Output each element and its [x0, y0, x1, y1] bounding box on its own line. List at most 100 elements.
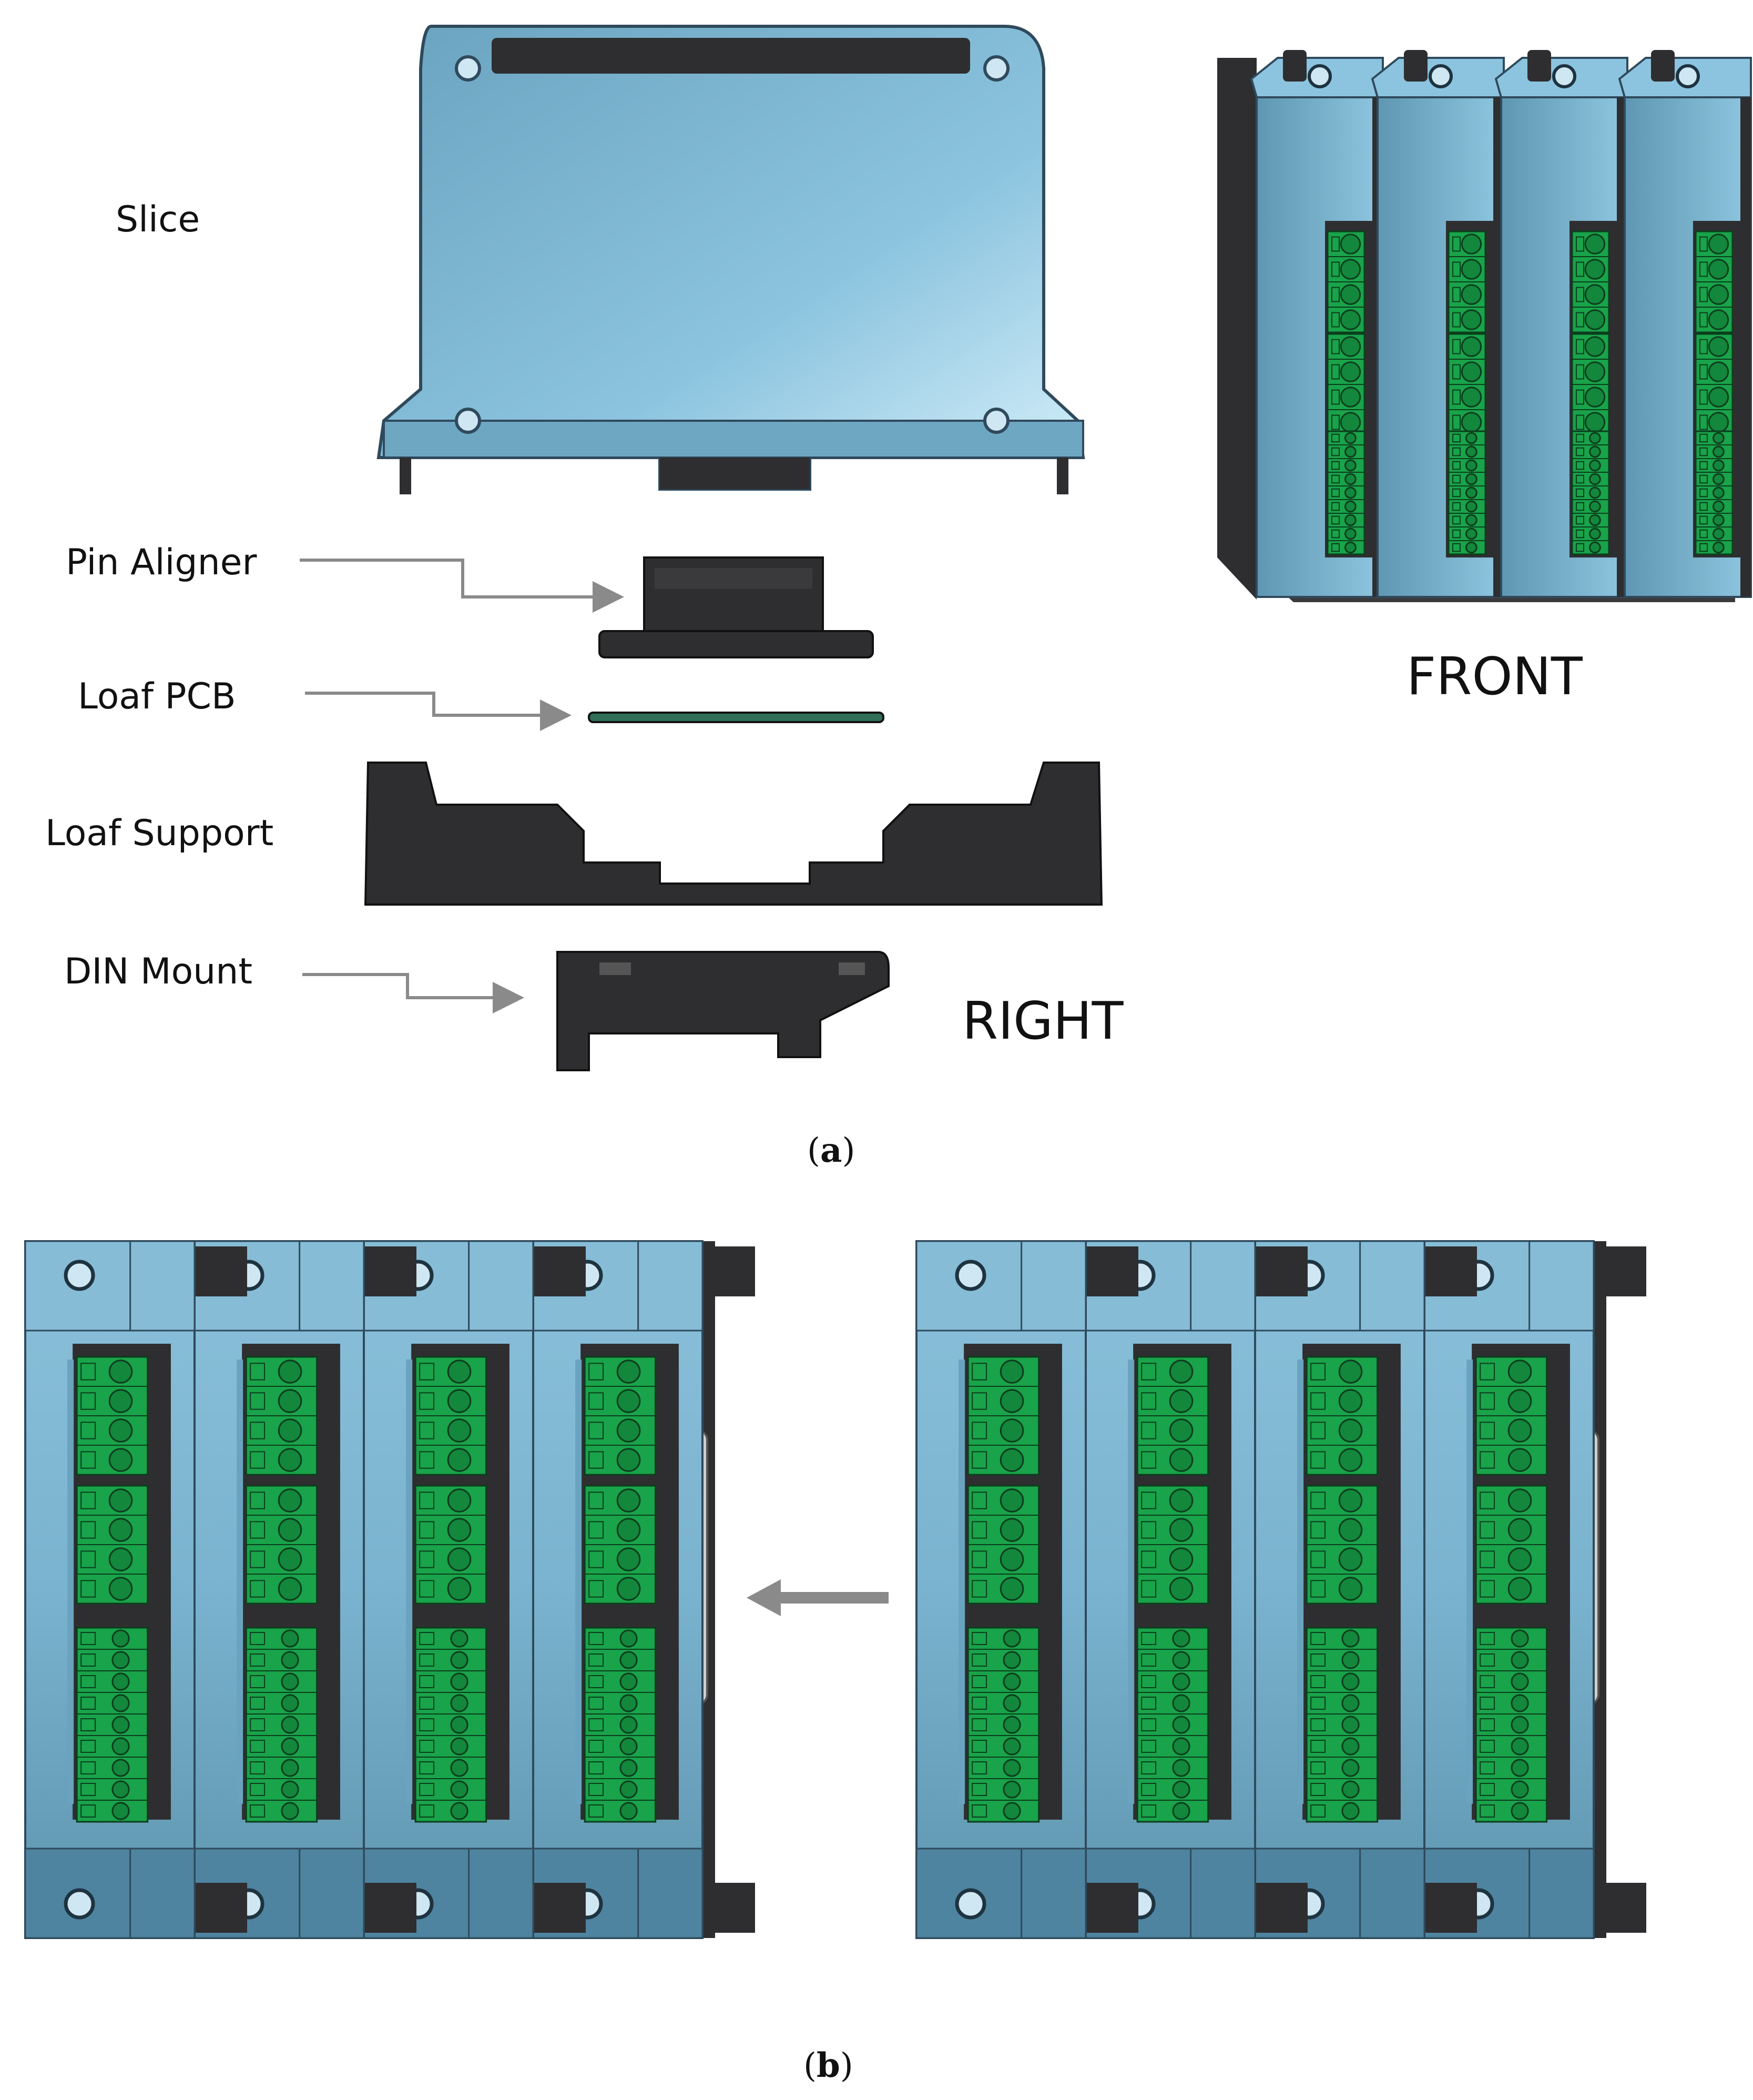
screw-icon — [1461, 309, 1482, 330]
screw-icon — [1461, 412, 1482, 433]
terminal-block — [1695, 333, 1734, 436]
screw-icon — [281, 1780, 299, 1799]
screw-icon — [1338, 1418, 1363, 1443]
screw-icon — [1511, 1759, 1529, 1777]
screw-icon — [1172, 1759, 1190, 1777]
screw-icon — [1172, 1737, 1190, 1756]
screw-icon — [450, 1802, 468, 1820]
slice-module — [915, 1240, 1138, 1939]
screw-icon — [1461, 234, 1482, 255]
screw-icon — [619, 1629, 638, 1648]
terminal-block — [1475, 1485, 1548, 1605]
screw-icon — [111, 1737, 130, 1756]
screw-icon — [1003, 1737, 1021, 1756]
screw-icon — [1507, 1547, 1532, 1571]
screw-icon — [1000, 1547, 1024, 1571]
label-loaf-pcb: Loaf PCB — [78, 676, 236, 717]
screw-icon — [1340, 361, 1361, 382]
caption-b-letter: b — [816, 2046, 840, 2085]
terminal-block — [76, 1627, 149, 1823]
screw-icon — [1344, 514, 1357, 526]
terminal-block — [245, 1356, 318, 1476]
screw-icon — [1000, 1360, 1024, 1384]
screw-icon — [1003, 1672, 1021, 1691]
screw-icon — [1338, 1488, 1363, 1513]
terminal-block — [584, 1627, 657, 1823]
screw-icon — [1344, 445, 1357, 458]
screw-icon — [1169, 1518, 1194, 1542]
screw-icon — [1589, 486, 1601, 499]
screw-icon — [450, 1780, 468, 1799]
screw-icon — [1708, 284, 1729, 305]
screw-icon — [1344, 432, 1357, 444]
screw-icon — [281, 1737, 299, 1756]
slice-module — [24, 1240, 247, 1939]
screw-icon — [111, 1651, 130, 1669]
screw-icon — [1465, 541, 1477, 554]
screw-icon — [1708, 309, 1729, 330]
screw-icon — [1340, 387, 1361, 408]
screw-icon — [1169, 1488, 1194, 1513]
mount-hole-icon — [955, 1888, 986, 1920]
terminal-block — [76, 1356, 149, 1476]
screw-icon — [278, 1577, 302, 1601]
screw-icon — [616, 1518, 641, 1542]
screw-icon — [1708, 234, 1729, 255]
screw-icon — [1172, 1694, 1190, 1712]
screw-icon — [1338, 1518, 1363, 1542]
screw-icon — [278, 1547, 302, 1571]
screw-icon — [616, 1547, 641, 1571]
screw-icon — [108, 1488, 133, 1513]
screw-icon — [447, 1418, 472, 1443]
screw-icon — [447, 1577, 472, 1601]
screw-icon — [1584, 284, 1606, 305]
screw-icon — [1172, 1672, 1190, 1691]
screw-icon — [278, 1389, 302, 1413]
screw-icon — [1169, 1547, 1194, 1571]
screw-icon — [1713, 445, 1725, 458]
terminal-block — [1306, 1627, 1379, 1823]
screw-icon — [1713, 541, 1725, 554]
terminal-block — [1448, 333, 1486, 436]
screw-icon — [1713, 514, 1725, 526]
label-slice: Slice — [116, 199, 200, 240]
screw-icon — [619, 1672, 638, 1691]
stack-right — [915, 1240, 1646, 1939]
iso-slice-module — [1494, 50, 1628, 598]
screw-icon — [1341, 1651, 1360, 1669]
screw-icon — [1003, 1651, 1021, 1669]
screw-icon — [278, 1418, 302, 1443]
screw-icon — [619, 1651, 638, 1669]
screw-icon — [447, 1389, 472, 1413]
iso-slice-module — [1618, 50, 1752, 598]
screw-icon — [1507, 1448, 1532, 1472]
slide-arrow — [747, 1579, 889, 1616]
label-loaf-support: Loaf Support — [45, 813, 274, 854]
screw-icon — [1000, 1389, 1024, 1413]
terminal-block — [1306, 1485, 1379, 1605]
screw-icon — [1584, 361, 1606, 382]
screw-icon — [1465, 514, 1477, 526]
screw-icon — [1344, 500, 1357, 513]
mount-hole-icon — [1429, 64, 1453, 88]
screw-icon — [1172, 1716, 1190, 1734]
screw-icon — [450, 1716, 468, 1734]
terminal-block — [1136, 1485, 1209, 1605]
terminal-block — [414, 1356, 487, 1476]
screw-icon — [619, 1737, 638, 1756]
screw-icon — [450, 1737, 468, 1756]
screw-icon — [1338, 1577, 1363, 1601]
screw-icon — [1340, 309, 1361, 330]
screw-icon — [450, 1651, 468, 1669]
screw-icon — [1589, 500, 1601, 513]
screw-icon — [616, 1577, 641, 1601]
terminal-block — [584, 1356, 657, 1476]
terminal-block — [1695, 430, 1734, 555]
terminal-block — [414, 1485, 487, 1605]
screw-icon — [1584, 336, 1606, 357]
screw-icon — [1461, 361, 1482, 382]
slice-module — [1254, 1240, 1477, 1939]
terminal-block — [76, 1485, 149, 1605]
slice-module — [1423, 1240, 1646, 1939]
